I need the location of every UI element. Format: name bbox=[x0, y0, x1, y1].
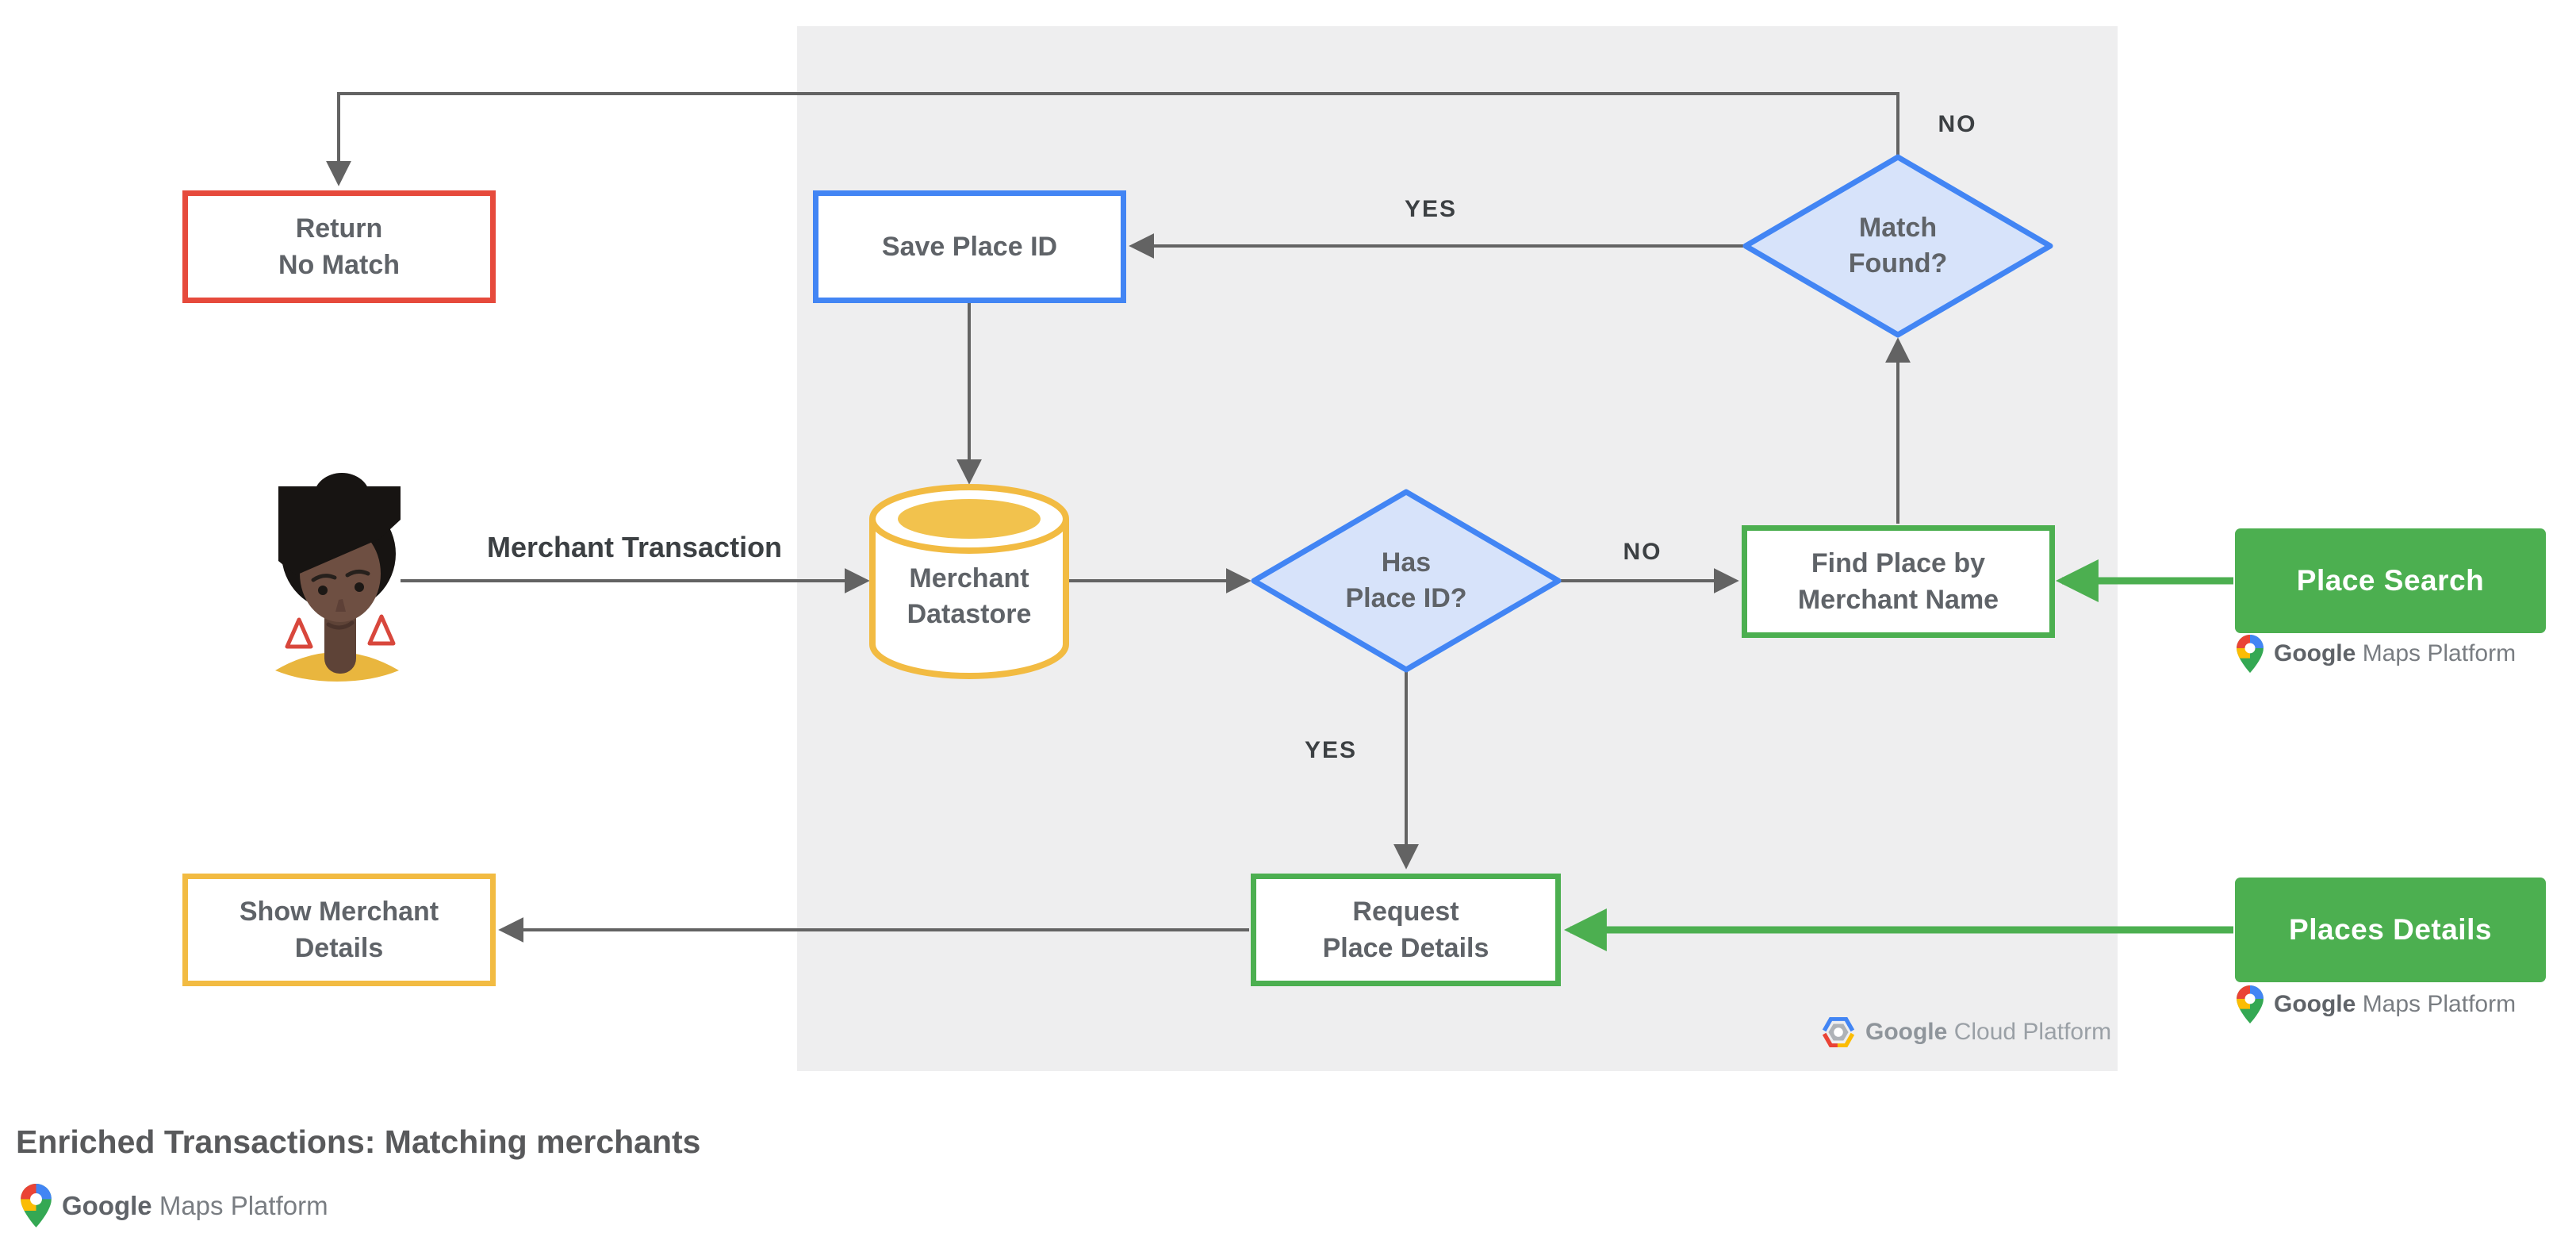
edge-label-yes-top: YES bbox=[1404, 196, 1458, 222]
gcp-google-wordmark: Google bbox=[1865, 1019, 1948, 1045]
diagram-title: Enriched Transactions: Matching merchant… bbox=[16, 1123, 701, 1160]
find-place-box: Find Place by Merchant Name bbox=[1742, 525, 2055, 638]
merchant-datastore-label: Merchant Datastore bbox=[907, 563, 1032, 629]
gmp-lockup-place-search: Google Maps Platform bbox=[2237, 635, 2516, 673]
gmp-google-wordmark: Google bbox=[2274, 640, 2356, 666]
has-place-id-label: Has Place ID? bbox=[1345, 547, 1467, 613]
user-avatar bbox=[275, 473, 401, 682]
places-details-pill: Places Details bbox=[2235, 878, 2546, 982]
return-no-match-label-line1: Return bbox=[295, 213, 383, 244]
gmp-lockup-places-details: Google Maps Platform bbox=[2237, 985, 2516, 1023]
gmp-product-wordmark: Maps Platform bbox=[159, 1190, 328, 1220]
request-place-details-box: Request Place Details bbox=[1251, 874, 1561, 986]
return-no-match-box: Return No Match bbox=[182, 190, 496, 303]
edge-label-no-mid: NO bbox=[1623, 539, 1662, 565]
show-merchant-details-box: Show Merchant Details bbox=[182, 874, 496, 986]
find-place-label-line1: Find Place by bbox=[1811, 548, 1986, 578]
google-maps-pin-icon bbox=[2237, 635, 2264, 673]
gmp-google-wordmark: Google bbox=[2274, 991, 2356, 1017]
show-merchant-details-label-line1: Show Merchant bbox=[239, 897, 439, 927]
places-details-label: Places Details bbox=[2289, 913, 2492, 946]
find-place-label-line2: Merchant Name bbox=[1797, 585, 1999, 615]
edge-label-yes-mid: YES bbox=[1304, 737, 1358, 763]
gmp-google-wordmark: Google bbox=[62, 1190, 152, 1220]
gmp-product-wordmark: Maps Platform bbox=[2362, 991, 2517, 1017]
show-merchant-details-label-line2: Details bbox=[294, 933, 384, 963]
match-found-label: Match Found? bbox=[1848, 213, 1948, 278]
google-maps-pin-icon bbox=[21, 1184, 52, 1227]
gmp-product-wordmark: Maps Platform bbox=[2362, 640, 2517, 666]
request-place-details-label-line1: Request bbox=[1352, 897, 1459, 927]
gcp-product-wordmark: Cloud Platform bbox=[1953, 1019, 2112, 1045]
google-cloud-hexagon-icon bbox=[1822, 1017, 1855, 1047]
merchant-transaction-label: Merchant Transaction bbox=[486, 531, 783, 563]
place-search-pill: Place Search bbox=[2235, 528, 2546, 633]
google-maps-pin-icon bbox=[2237, 985, 2264, 1023]
request-place-details-label-line2: Place Details bbox=[1322, 933, 1489, 963]
return-no-match-label-line2: No Match bbox=[278, 250, 400, 280]
gcp-lockup: Google Cloud Platform bbox=[1822, 1017, 2111, 1047]
edge-label-no-top: NO bbox=[1938, 111, 1977, 137]
save-place-id-label: Save Place ID bbox=[881, 232, 1058, 262]
place-search-label: Place Search bbox=[2296, 564, 2485, 597]
save-place-id-box: Save Place ID bbox=[813, 190, 1126, 303]
gmp-lockup-footer: Google Maps Platform bbox=[21, 1184, 328, 1227]
